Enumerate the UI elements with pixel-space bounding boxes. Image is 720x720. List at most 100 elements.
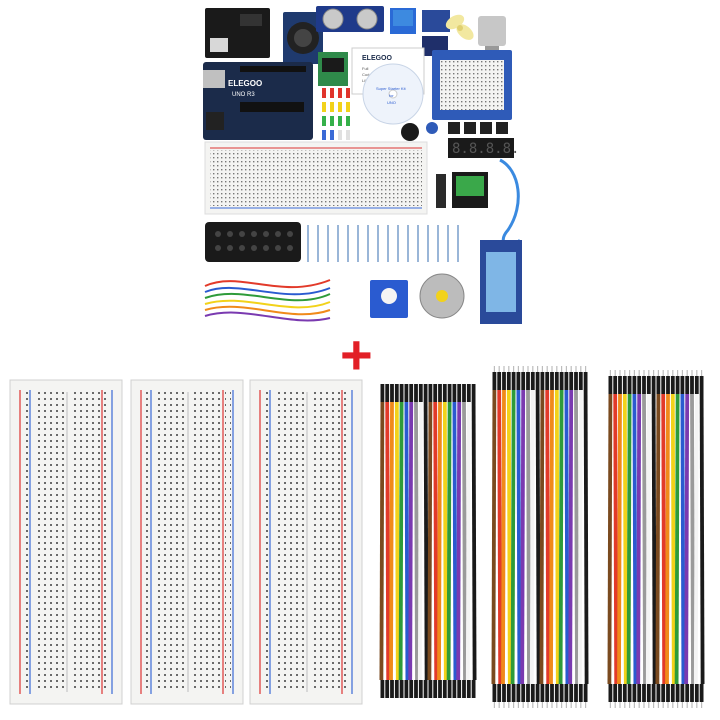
wire-pin (662, 702, 664, 708)
wire-connector (540, 684, 545, 702)
wire-connector (526, 684, 530, 702)
wire-connector (502, 372, 506, 390)
wire-connector (578, 684, 583, 702)
wire-connector (666, 376, 670, 394)
wire-connector (569, 372, 574, 390)
wire-connector (471, 680, 476, 698)
wire-connector (670, 684, 675, 702)
kit-breadboard (204, 141, 428, 215)
wire-connector (497, 684, 502, 702)
wire-pin (657, 702, 659, 708)
wire-connector (466, 680, 471, 698)
jumper-wire (674, 393, 680, 685)
jumper-wire (684, 393, 690, 685)
jumper-wire (665, 393, 670, 685)
wire-connector (690, 376, 694, 394)
wire-pin (686, 370, 688, 376)
wire-pin (570, 366, 572, 372)
wire-connector (685, 376, 690, 394)
wire-connector (394, 384, 399, 402)
wire-connector (622, 684, 627, 702)
plus-sign: + (340, 323, 373, 386)
wire-pin (585, 366, 587, 372)
wire-connector (516, 684, 521, 702)
wire-connector (433, 680, 438, 698)
jumper-wire (568, 389, 574, 685)
jumper-wire (699, 393, 705, 685)
card-line-2: Code (362, 72, 372, 77)
wire-pin (498, 366, 500, 372)
wire-connector (690, 684, 694, 702)
wire-pin (570, 702, 572, 708)
wire-connector (550, 684, 554, 702)
wire-connector (457, 680, 462, 698)
jumper-wire (456, 401, 462, 681)
wire-connector (675, 684, 680, 702)
wire-connector (699, 376, 704, 394)
ultrasonic-sensor (316, 6, 384, 32)
wire-connector (651, 684, 656, 702)
wire-pin (672, 370, 674, 376)
potentiometer (426, 122, 438, 134)
wire-connector (666, 684, 670, 702)
jumper-wire (690, 393, 695, 685)
wire-pin (546, 702, 548, 708)
wire-pin (508, 702, 510, 708)
jumper-wire (693, 393, 699, 685)
push-buttons (448, 122, 508, 134)
fan-blade (445, 14, 474, 40)
breadboard-2 (130, 379, 244, 705)
wire-connector (380, 680, 385, 698)
wire-connector (506, 372, 511, 390)
wire-connector (618, 376, 622, 394)
wire-connector (613, 684, 618, 702)
wire-connector (613, 376, 618, 394)
wire-connector (694, 684, 699, 702)
wire-connector (394, 680, 399, 698)
wire-connector (418, 384, 423, 402)
jumper-wire (617, 393, 622, 685)
wire-connector (540, 372, 545, 390)
wire-connector (632, 684, 637, 702)
wire-connector (578, 372, 583, 390)
wire-connector (608, 684, 613, 702)
led-assortment (322, 88, 350, 140)
jumper-wire (414, 401, 419, 681)
wire-connector (423, 680, 428, 698)
wire-connector (694, 376, 699, 394)
wire-connector (559, 372, 564, 390)
wire-connector (569, 684, 574, 702)
jumper-wire (549, 389, 554, 685)
wire-connector (550, 372, 554, 390)
wire-connector (399, 680, 404, 698)
wire-pin (701, 702, 703, 708)
jumper-wire (655, 393, 661, 685)
wire-connector (462, 384, 466, 402)
wire-connector (423, 384, 428, 402)
wire-pin (498, 702, 500, 708)
wire-pin (508, 366, 510, 372)
seven-segment-display: 8.8.8.8. (448, 138, 519, 158)
wire-connector (642, 376, 646, 394)
wire-connector (535, 684, 540, 702)
jumper-wire (452, 401, 458, 681)
wire-connector (506, 684, 511, 702)
power-supply-module (205, 8, 270, 58)
jumper-wire (535, 389, 541, 685)
jumper-bundle-female-female (379, 384, 477, 698)
wire-connector (680, 684, 685, 702)
wire-pin (643, 702, 645, 708)
wire-connector (492, 684, 497, 702)
wire-connector (404, 680, 409, 698)
wire-connector (622, 376, 627, 394)
card-line-1: Full (362, 66, 369, 71)
wire-connector (462, 680, 466, 698)
wire-pin (532, 702, 534, 708)
wire-connector (438, 680, 442, 698)
wire-connector (685, 684, 690, 702)
wire-pin (541, 702, 543, 708)
wire-pin (609, 370, 611, 376)
cd-subtitle: for (389, 93, 394, 98)
joystick-module (283, 12, 323, 64)
jumper-wire (558, 389, 564, 685)
